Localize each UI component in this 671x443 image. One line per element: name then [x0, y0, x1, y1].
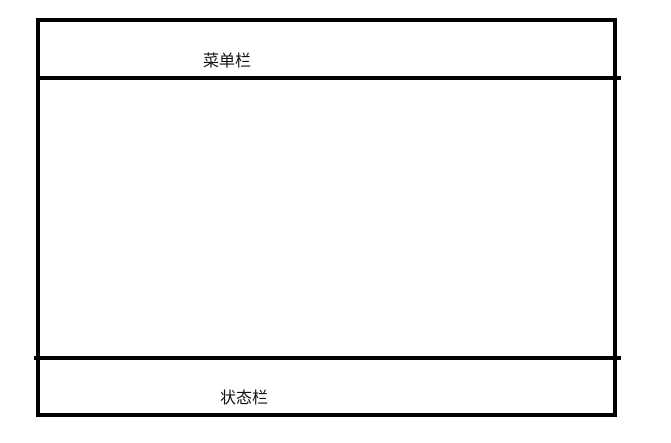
content-area[interactable]	[40, 80, 613, 356]
menu-bar-divider	[36, 76, 621, 80]
status-bar: 状态栏	[40, 360, 613, 413]
menu-bar-label: 菜单栏	[203, 51, 252, 70]
window-frame: 菜单栏 状态栏	[34, 18, 621, 417]
menu-bar[interactable]: 菜单栏	[40, 22, 613, 76]
status-bar-label: 状态栏	[220, 388, 269, 407]
status-bar-divider	[34, 356, 621, 360]
